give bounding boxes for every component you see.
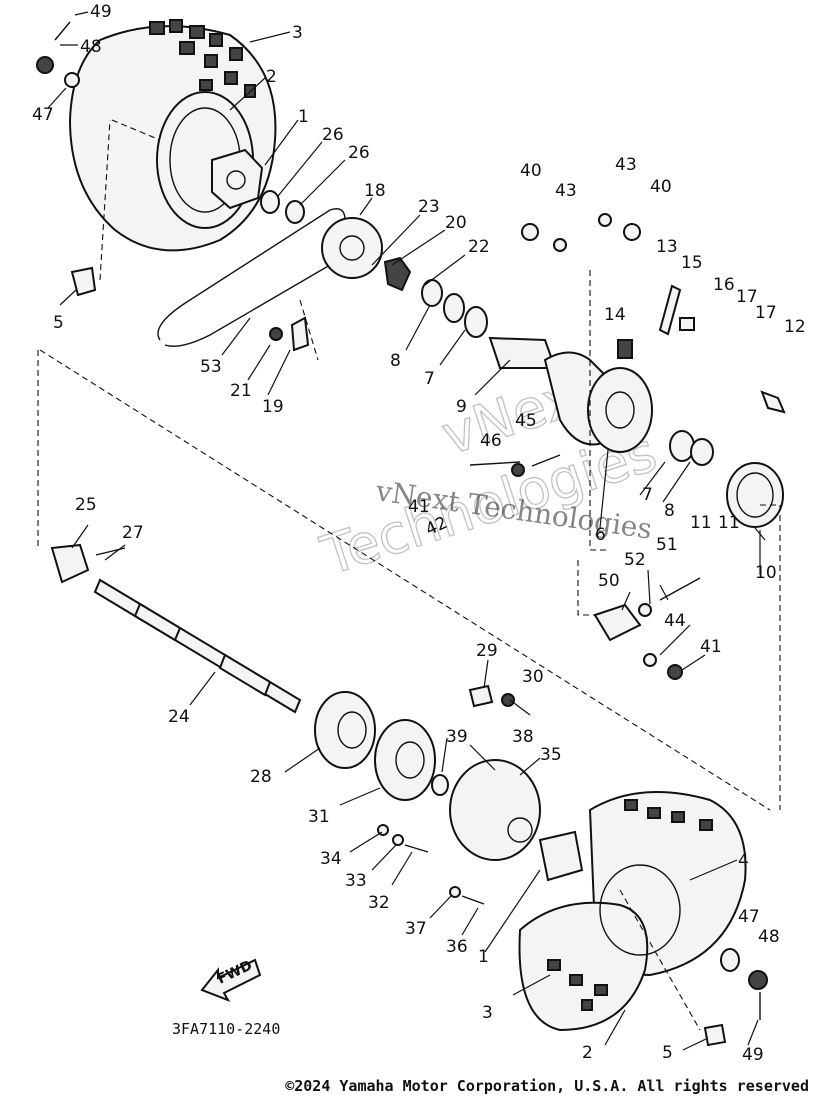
hub-28	[314, 691, 376, 769]
callout-3: 3	[292, 23, 303, 43]
callout-16: 16	[713, 275, 735, 295]
callout-22: 22	[468, 237, 490, 257]
callout-28: 28	[250, 767, 272, 787]
callout-47-bottom: 47	[738, 907, 760, 927]
callout-53: 53	[200, 357, 222, 377]
callout-17b: 17	[755, 303, 777, 323]
callout-32: 32	[368, 893, 390, 913]
callout-52: 52	[624, 550, 646, 570]
callout-5-bottom: 5	[662, 1043, 673, 1063]
callout-26b: 26	[348, 143, 370, 163]
callout-44: 44	[664, 611, 686, 631]
valve-nut	[70, 266, 97, 297]
callout-19: 19	[262, 397, 284, 417]
callout-50: 50	[598, 571, 620, 591]
callout-20: 20	[445, 213, 467, 233]
wheel-washer	[64, 72, 80, 88]
callout-26a: 26	[322, 125, 344, 145]
callout-45: 45	[515, 411, 537, 431]
callout-48: 48	[80, 37, 102, 57]
callout-30: 30	[522, 667, 544, 687]
brake-shoe	[726, 462, 784, 528]
callout-6: 6	[595, 525, 606, 545]
callout-7-mid: 7	[642, 485, 653, 505]
callout-9: 9	[456, 397, 467, 417]
callout-23: 23	[418, 197, 440, 217]
callout-7-top: 7	[424, 369, 435, 389]
chain-and-sprocket	[157, 208, 488, 361]
callout-40b: 40	[650, 177, 672, 197]
callout-25: 25	[75, 495, 97, 515]
callout-3-bottom: 3	[482, 1003, 493, 1023]
callout-43b: 43	[615, 155, 637, 175]
drawing-code: 3FA7110-2240	[172, 1020, 280, 1038]
callout-29: 29	[476, 641, 498, 661]
callout-37: 37	[405, 919, 427, 939]
callout-15: 15	[681, 253, 703, 273]
rear-axle	[37, 349, 781, 811]
callout-4: 4	[738, 851, 749, 871]
rear-wheel-right	[518, 791, 768, 1047]
callout-2: 2	[266, 67, 277, 87]
callout-8-top: 8	[390, 351, 401, 371]
callout-2-bottom: 2	[582, 1043, 593, 1063]
callout-12: 12	[784, 317, 806, 337]
callout-labels: 49 48 47 3 2 1 26 26 5 18 23 20 22 53 21…	[32, 2, 806, 1065]
callout-11a: 11	[690, 513, 712, 533]
callout-8-mid: 8	[664, 501, 675, 521]
callout-35: 35	[540, 745, 562, 765]
callout-17a: 17	[736, 287, 758, 307]
callout-36: 36	[446, 937, 468, 957]
fwd-arrow: FWD	[200, 958, 262, 1002]
callout-27: 27	[122, 523, 144, 543]
callout-43a: 43	[555, 181, 577, 201]
wheel-hub	[211, 148, 264, 210]
callout-5-top: 5	[53, 313, 64, 333]
hub-31	[374, 719, 436, 801]
callout-51: 51	[656, 535, 678, 555]
callout-47: 47	[32, 105, 54, 125]
callout-24: 24	[168, 707, 190, 727]
callout-49: 49	[90, 2, 112, 22]
callout-31: 31	[308, 807, 330, 827]
callout-41-top: 41	[408, 497, 430, 517]
leader-lines	[47, 11, 766, 1051]
callout-11b: 11	[718, 513, 740, 533]
axle-housing-brake	[469, 213, 786, 680]
callout-40a: 40	[520, 161, 542, 181]
callout-18: 18	[364, 181, 386, 201]
hub-drum-stack	[314, 684, 584, 905]
lower-hub	[538, 830, 584, 882]
callout-39: 39	[446, 727, 468, 747]
callout-46: 46	[480, 431, 502, 451]
tire-tread-blocks-lower	[547, 799, 713, 1011]
callout-21: 21	[230, 381, 252, 401]
brake-drum	[449, 759, 541, 861]
callout-49-bottom: 49	[742, 1045, 764, 1065]
axle-hub	[50, 543, 90, 584]
callout-1-bottom: 1	[478, 947, 489, 967]
rear-wheel-left	[36, 19, 305, 297]
sprocket	[321, 217, 383, 279]
callout-41-bottom: 41	[700, 637, 722, 657]
copyright-notice: ©2024 Yamaha Motor Corporation, U.S.A. A…	[285, 1077, 809, 1095]
callout-1: 1	[298, 107, 309, 127]
callout-14: 14	[604, 305, 626, 325]
callout-13: 13	[656, 237, 678, 257]
callout-10: 10	[755, 563, 777, 583]
callout-38: 38	[512, 727, 534, 747]
callout-34: 34	[320, 849, 342, 869]
callout-48-bottom: 48	[758, 927, 780, 947]
callout-33: 33	[345, 871, 367, 891]
wheel-nut	[36, 56, 54, 74]
